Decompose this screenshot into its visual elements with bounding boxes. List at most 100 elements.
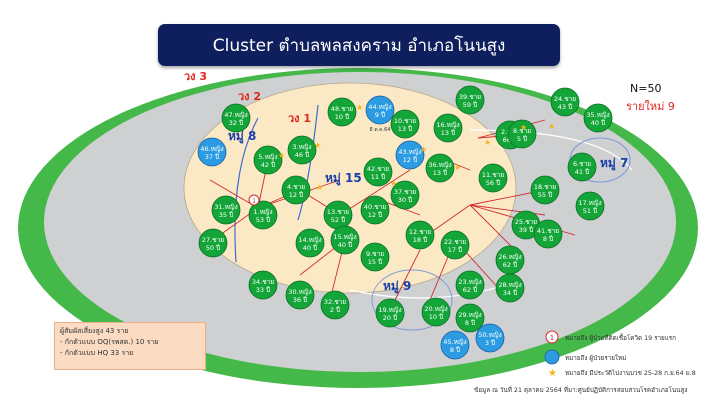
village-zone-m9: [371, 269, 453, 331]
case-circle: [533, 219, 563, 249]
case-circle: [295, 228, 325, 258]
legend: 1 หมายถึง ผู้ป่วยที่ติดเชื้อโควิด 19 ราย…: [544, 330, 696, 379]
case-age: 51 ปี: [583, 207, 597, 215]
case-label: 44.หญิง: [368, 103, 391, 111]
case-age: 34 ปี: [503, 289, 517, 297]
case-label: 13.ชาย: [327, 208, 349, 216]
case-label: 24.ชาย: [554, 95, 576, 103]
case-label: 30.หญิง: [288, 288, 311, 296]
legend-new-icon: [544, 349, 560, 365]
case-circle: [248, 270, 278, 300]
case-label: 46.หญิง: [200, 145, 223, 153]
case-label: 5.หญิง: [258, 153, 277, 161]
case-age: 18 ปี: [413, 236, 427, 244]
case-node: 45.หญิง8 ปี: [440, 330, 470, 360]
index-case-icon: [248, 194, 260, 206]
case-age: 40 ปี: [338, 241, 352, 249]
case-label: 23.หญิง: [458, 278, 481, 286]
case-node: 46.หญิง37 ปี: [197, 137, 227, 167]
case-age: 5 ปี: [517, 135, 527, 143]
case-age: 41 ปี: [575, 168, 589, 176]
case-label: 37.ชาย: [394, 188, 416, 196]
case-age: 12 ปี: [289, 191, 303, 199]
case-circle: [285, 280, 315, 310]
case-label: 1.หญิง: [253, 208, 272, 216]
case-label: 31.หญิง: [214, 203, 237, 211]
risk-contacts-box: ผู้สัมผัสเสี่ยงสูง 43 ราย - กักตัวแบบ OQ…: [54, 322, 206, 370]
case-age: 32 ปี: [229, 119, 243, 127]
case-node: 19.หญิง20 ปี: [375, 298, 405, 328]
case-circle: [440, 230, 470, 260]
case-age: 30 ปี: [398, 196, 412, 204]
case-label: 45.หญิง: [443, 338, 466, 346]
case-label: 12.ชาย: [409, 228, 431, 236]
ordination-star-icon: ★: [356, 103, 363, 112]
case-circle: [405, 220, 435, 250]
case-circle: [395, 140, 425, 170]
case-label: 16.หญิง: [436, 121, 459, 129]
index-case-number: 1: [252, 198, 256, 205]
case-node: 23.หญิง62 ปี: [455, 270, 485, 300]
case-circle: [567, 152, 597, 182]
case-node: 50.หญิง3 ปี: [475, 323, 505, 353]
case-age: 56 ปี: [486, 179, 500, 187]
legend-index-number: 1: [550, 334, 554, 342]
case-circle: [495, 273, 525, 303]
case-node: 3.หญิง46 ปี: [287, 135, 317, 165]
case-node: 31.หญิง35 ปี: [211, 195, 241, 225]
case-age: 12 ปี: [368, 211, 382, 219]
case-node: 5.หญิง42 ปี: [253, 145, 283, 175]
case-circle: [530, 175, 560, 205]
case-age: 37 ปี: [205, 153, 219, 161]
case-node: 43.หญิง12 ปี: [395, 140, 425, 170]
case-circle: [478, 163, 508, 193]
ordination-star-icon: ★: [454, 163, 461, 172]
case-age: 62 ปี: [503, 261, 517, 269]
case-age: 8 ปี: [543, 235, 553, 243]
case-node: 16.หญิง13 ปี: [433, 113, 463, 143]
case-label: 22.ชาย: [444, 238, 466, 246]
case-age: 13 ปี: [433, 169, 447, 177]
case-circle: [363, 157, 393, 187]
case-label: 18.ชาย: [534, 183, 556, 191]
case-node: 26.หญิง62 ปี: [495, 245, 525, 275]
risk-contacts-hq: - กักตัวแบบ HQ 33 ราย: [60, 349, 134, 357]
case-age: 42 ปี: [261, 161, 275, 169]
case-age: 33 ปี: [256, 286, 270, 294]
case-node: 35.หญิง40 ปี: [583, 103, 613, 133]
case-age: 12 ปี: [403, 156, 417, 164]
village-m8-label: หมู่ 8: [228, 129, 256, 144]
case-age: 10 ปี: [335, 113, 349, 121]
case-age: 20 ปี: [383, 314, 397, 322]
village-boundary-line: [297, 104, 319, 221]
case-circle: [375, 298, 405, 328]
case-circle: [507, 119, 537, 149]
case-circle: [575, 191, 605, 221]
case-node: 30.หญิง36 ปี: [285, 280, 315, 310]
case-age: 40 ปี: [591, 119, 605, 127]
case-label: 34.ชาย: [252, 278, 274, 286]
case-age: 55 ปี: [538, 191, 552, 199]
case-age: 46 ปี: [295, 151, 309, 159]
ordination-star-icon: ★: [520, 123, 527, 132]
case-label: 27.ชาย: [202, 236, 224, 244]
case-age: 59 ปี: [463, 101, 477, 109]
ordination-star-icon: ★: [420, 145, 427, 154]
case-label: 48.ชาย: [331, 105, 353, 113]
case-circle: [583, 103, 613, 133]
case-age: 8 ปี: [465, 319, 475, 327]
case-label: 26.หญิง: [498, 253, 521, 261]
case-age: 36 ปี: [293, 296, 307, 304]
case-circle: [550, 87, 580, 117]
